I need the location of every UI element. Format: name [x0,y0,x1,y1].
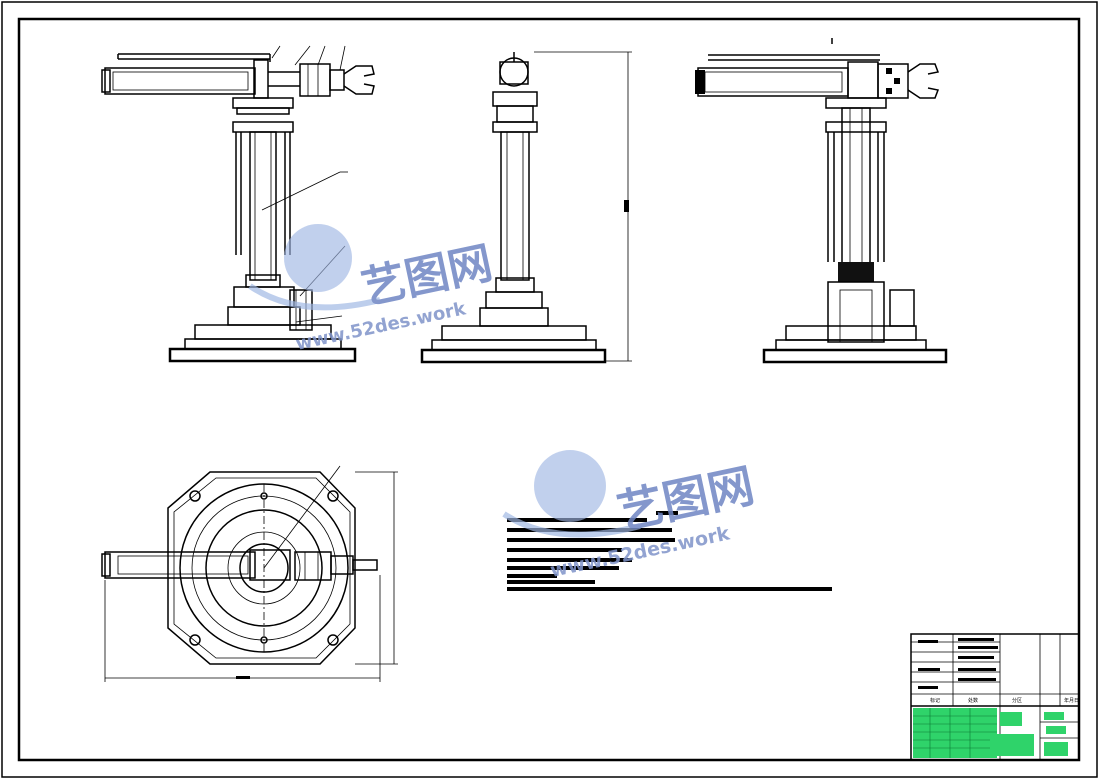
watermark-chinese: 艺图网 [357,237,497,314]
watermark-chinese: 艺图网 [613,458,759,540]
top-view [101,465,398,682]
title-block: 标记 处数 分区 年月日 [910,633,1080,761]
title-label-zone: 分区 [1012,697,1022,704]
title-label-mark: 标记 [930,697,940,704]
front-view [101,45,375,363]
watermark-lower: 艺图网 www.52des.work [502,450,759,582]
side-view [420,51,632,364]
inner-frame [17,17,1081,762]
section-view [695,38,948,364]
watermark-globe-icon [534,450,606,522]
title-label-date: 年月日 [1064,697,1079,704]
watermark-upper: 艺图网 www.52des.work [248,224,497,355]
watermark-globe-icon [284,224,352,292]
title-label-count: 处数 [968,697,978,704]
